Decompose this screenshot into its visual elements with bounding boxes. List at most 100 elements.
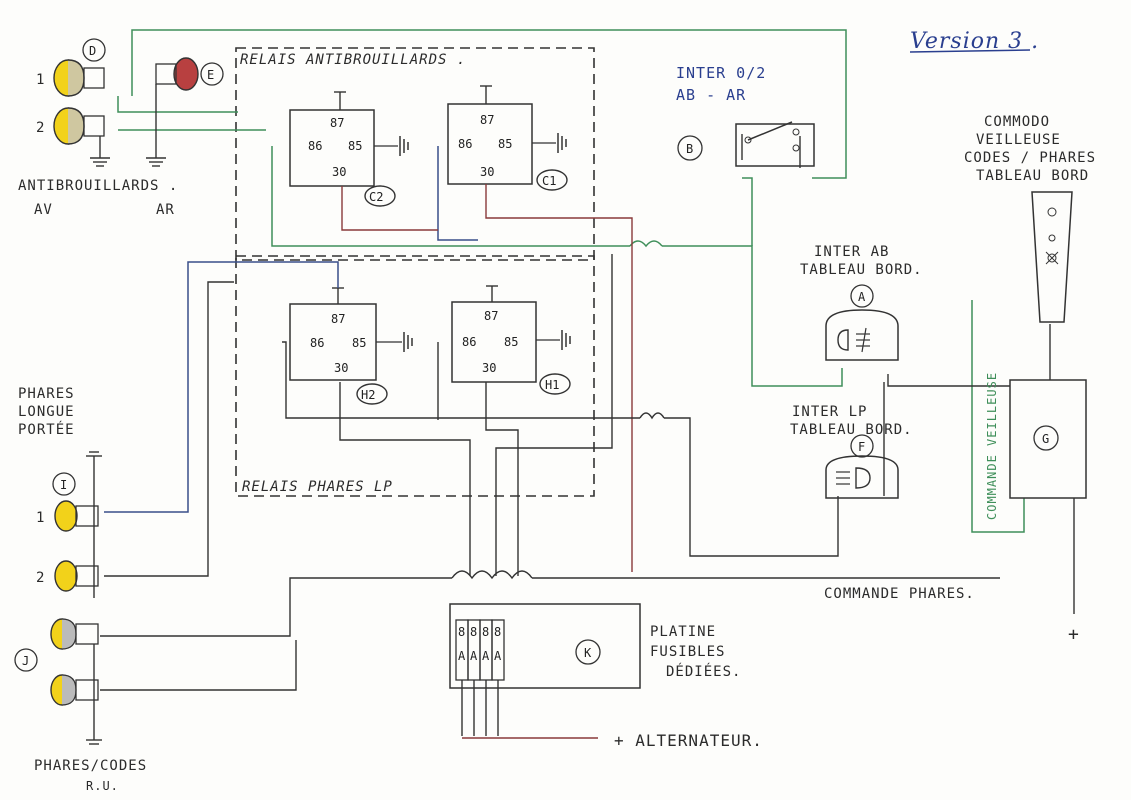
inter-lp-label-2: TABLEAU BORD. [790,422,913,438]
component-k-circle [575,639,601,665]
fuse-2-rating: 8 [470,625,477,639]
lamp-codes-1 [50,618,99,650]
relay-h1-pin-85: 85 [504,335,518,349]
fuse-4 [491,619,505,681]
lamp-av-2 [53,107,105,145]
relay-h2: 87 86 85 30 H2 [289,287,413,405]
commodo-label-1: COMMODO [984,114,1050,130]
inter-lp-label-1: INTER LP [792,404,867,420]
fuse-2-unit: A [470,649,478,663]
commodo-label-2: VEILLEUSE [976,132,1061,148]
lamp-lp-number-1: 1 [36,510,45,526]
component-j: J [22,654,29,668]
phares-lp-label-3: PORTÉE [18,421,75,438]
relay-c1-pin-30: 30 [480,165,494,179]
wire-dark [100,134,1075,736]
fuse-4-rating: 8 [494,625,501,639]
relay-h2-pin-30: 30 [334,361,348,375]
relay-h2-pin-86: 86 [310,336,324,350]
relay-h1-pin-87: 87 [484,309,498,323]
lamp-ar [155,57,199,91]
component-i: I [60,478,67,492]
plus-commodo: + [1068,624,1080,645]
component-a-circle [850,284,874,308]
platine-label-3: DÉDIÉES. [666,663,741,680]
wire-red [341,184,633,739]
inter-ab-label-2: TABLEAU BORD. [800,262,923,278]
component-d-circle [82,38,106,62]
relay-c2-pin-30: 30 [332,165,346,179]
relay-c2: 87 86 85 30 C2 [289,91,409,207]
component-g-circle [1033,425,1059,451]
component-j-circle [14,648,38,672]
commodo-label-3: CODES / PHARES [964,150,1096,166]
relay-c2-label: C2 [369,190,383,204]
phares-lp-label-2: LONGUE [18,404,75,420]
lamp-lp-number-2: 2 [36,570,45,586]
component-d: D [89,44,96,58]
commodo-label-4: TABLEAU BORD [976,168,1089,184]
platine-box [449,603,641,689]
commodo-box [1009,379,1087,499]
relais-phares-lp-label: RELAIS PHARES LP [242,479,393,495]
relay-h2-label: H2 [361,388,375,402]
phares-codes-label-2: R.U. [86,779,119,793]
fuse-4-unit: A [494,649,502,663]
fuse-1-unit: A [458,649,466,663]
platine-label-2: FUSIBLES [650,644,725,660]
relay-h1-pin-86: 86 [462,335,476,349]
lamp-number-2: 2 [36,120,45,136]
component-f: F [858,440,865,454]
relay-c1-pin-85: 85 [498,137,512,151]
relais-phares-lp-box [235,255,595,497]
switch-b [735,121,815,167]
relay-h2-pin-87: 87 [331,312,345,326]
phares-lp-label-1: PHARES [18,386,75,402]
component-g: G [1042,432,1049,446]
component-e-circle [200,62,224,86]
av-label: AV [34,202,53,218]
component-b-circle [677,135,703,161]
inter-02-label-2: AB - AR [676,86,746,104]
relay-c1-pin-86: 86 [458,137,472,151]
component-k: K [584,646,592,660]
fuse-3-unit: A [482,649,490,663]
component-i-circle [52,472,76,496]
inter-ab-label-1: INTER AB [814,244,889,260]
component-f-circle [850,434,874,458]
wire-green [117,29,1025,533]
lamp-av-1 [53,59,105,97]
ar-label: AR [156,202,175,218]
relay-c1: 87 86 85 30 C1 [447,85,568,191]
lamp-number-1: 1 [36,72,45,88]
wire-blue [104,146,478,513]
relay-c2-pin-87: 87 [330,116,344,130]
relais-antibrouillards-box [235,47,595,261]
lamp-lp-2 [54,560,99,592]
relay-c2-pin-85: 85 [348,139,362,153]
commodo-stalk [1031,191,1073,323]
phares-codes-label-1: PHARES/CODES [34,758,147,774]
fuse-3-rating: 8 [482,625,489,639]
lamp-codes-2 [50,674,99,706]
relay-c1-label: C1 [542,174,556,188]
relay-c2-pin-86: 86 [308,139,322,153]
alternateur-label: + ALTERNATEUR. [614,731,763,750]
component-e: E [207,68,214,82]
switch-a [825,309,899,361]
relay-c1-pin-87: 87 [480,113,494,127]
switch-f [825,455,899,499]
inter-02-label-1: INTER 0/2 [676,64,766,82]
relay-h1-pin-30: 30 [482,361,496,375]
commande-phares-label: COMMANDE PHARES. [824,586,975,602]
platine-label-1: PLATINE [650,624,716,640]
component-a: A [858,290,866,304]
relay-h1-label: H1 [545,378,559,392]
ground-symbols-antibrouillard [90,84,166,167]
component-b: B [686,142,693,156]
commande-veilleuse-label: COMMANDE VEILLEUSE [985,372,999,520]
ground-codes [86,644,102,745]
ground-lp [86,451,102,598]
